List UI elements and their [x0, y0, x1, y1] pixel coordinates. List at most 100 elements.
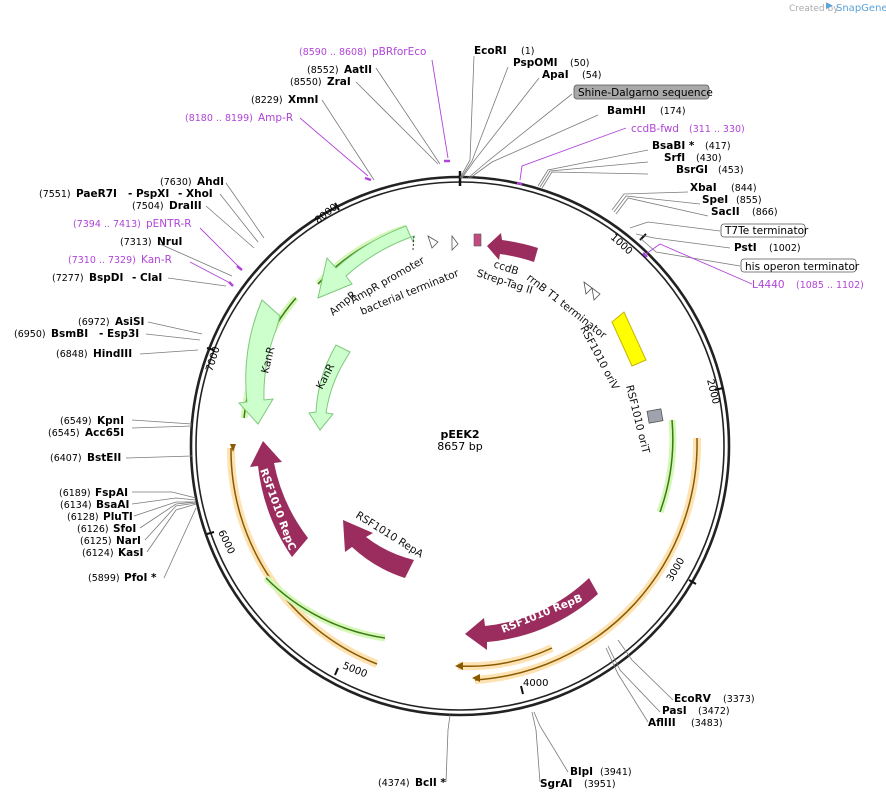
site-ahdi-pos: (7630): [160, 177, 192, 188]
site-fspai: FspAI: [95, 487, 128, 499]
ampr-arrow: [317, 225, 415, 299]
site-spei-pos: (855): [736, 195, 762, 206]
repb-arrow: [465, 578, 598, 650]
site-bspdi-pos: (7277): [52, 273, 84, 284]
site-xbai-pos: (844): [731, 183, 757, 194]
primer-l4440-range: (1085 .. 1102): [796, 280, 864, 291]
site-blpi-pos: (3941): [600, 767, 632, 778]
site-aatii: AatII: [344, 64, 372, 76]
primer-pbrforeco-range: (8590 .. 8608): [299, 47, 367, 58]
site-pfoi: PfoI *: [124, 572, 157, 584]
site-bsabi-pos: (417): [705, 141, 731, 152]
tick-4000: 4000: [523, 678, 548, 689]
site-draiii: DraIII: [169, 200, 202, 212]
site-nrui-pos: (7313): [120, 237, 152, 248]
site-pasi: PasI: [662, 705, 687, 717]
site-clai: - ClaI: [132, 272, 162, 284]
site-pspomi: PspOMI: [513, 57, 558, 69]
plasmid-length: 8657 bp: [437, 440, 482, 453]
primer-pentr-r-range: (7394 .. 7413): [73, 219, 141, 230]
site-bamhi: BamHI: [607, 105, 646, 117]
site-bsrgi-pos: (453): [718, 165, 744, 176]
primer-pentr-r: pENTR-R: [146, 218, 192, 230]
tick-7000: 7000: [204, 345, 222, 373]
site-bspdi: BspDI: [89, 272, 123, 284]
site-srfi: SrfI: [664, 152, 685, 164]
site-afliii-pos: (3483): [691, 718, 723, 729]
primer-l4440: L4440: [752, 279, 785, 291]
site-afliii: AflIII: [648, 717, 676, 729]
site-acc65i-pos: (6545): [48, 428, 80, 439]
site-acc65i: Acc65I: [85, 427, 124, 439]
site-bsaai-pos: (6134): [60, 500, 92, 511]
site-nari-pos: (6125): [80, 536, 112, 547]
site-bsmbi-pos: (6950): [14, 329, 46, 340]
primer-amp-r-range: (8180 .. 8199): [185, 113, 253, 124]
site-kpni: KpnI: [97, 415, 124, 427]
site-sfoi: SfoI: [113, 523, 136, 535]
site-pfoi-pos: (5899): [88, 573, 120, 584]
primer-kan-r: Kan-R: [141, 254, 172, 266]
site-xmni-pos: (8229): [251, 95, 283, 106]
site-blpi: BlpI: [570, 766, 593, 778]
site-sgrai: SgrAI: [540, 778, 572, 790]
site-bcli: BclI *: [415, 777, 446, 789]
site-xhoi-name: XhoI: [186, 188, 213, 200]
site-asisi: AsiSI: [115, 316, 144, 328]
primer-ccdb-fwd-range: (311 .. 330): [689, 124, 745, 135]
oriv-box: [611, 311, 647, 367]
site-apai-pos: (54): [582, 70, 602, 81]
primer-ccdb-fwd: ccdB-fwd: [631, 123, 679, 135]
site-bsteii-pos: (6407): [50, 453, 82, 464]
site-bcli-pos: (4374): [378, 778, 410, 789]
feature-repb: RSF1010 RepB: [500, 592, 585, 636]
orf-arcs: [226, 437, 702, 684]
site-bamhi-pos: (174): [660, 106, 686, 117]
site-ecori-pos: (1): [521, 46, 534, 57]
site-aatii-pos: (8552): [307, 65, 339, 76]
ccdb-arrow: [487, 233, 538, 262]
site-kasi: KasI: [118, 547, 143, 559]
site-hindiii: HindIII: [93, 348, 132, 360]
site-bsmbi: BsmBI: [51, 328, 88, 340]
site-kasi-pos: (6124): [82, 548, 114, 559]
tick-5000: 5000: [341, 661, 369, 681]
site-fspai-pos: (6189): [59, 488, 91, 499]
site-xmni: XmnI: [288, 94, 318, 106]
site-sacii-pos: (866): [752, 207, 778, 218]
t7te-box: [720, 223, 806, 238]
site-psti-pos: (1002): [769, 243, 801, 254]
site-apai: ApaI: [542, 69, 569, 81]
tick-2000: 2000: [704, 378, 721, 405]
terminator-marks: [427, 234, 601, 301]
site-kpni-pos: (6549): [60, 416, 92, 427]
site-bsrgi: BsrGI: [676, 164, 708, 176]
site-bsteii: BstEII: [87, 452, 121, 464]
site-ecori: EcoRI: [474, 45, 507, 57]
site-pspxi: - PspXI: [128, 188, 169, 200]
site-sacii: SacII: [711, 206, 740, 218]
site-sfoi-pos: (6126): [77, 524, 109, 535]
primer-amp-r: Amp-R: [258, 112, 293, 124]
site-pspxi-name: PspXI: [136, 188, 169, 200]
site-draiii-pos: (7504): [132, 201, 164, 212]
credit-brand: SnapGene: [836, 3, 886, 14]
tick-1000: 1000: [608, 232, 634, 257]
site-hindiii-pos: (6848): [56, 349, 88, 360]
site-pspomi-pos: (50): [570, 58, 590, 69]
site-esp3i-name: Esp3I: [107, 328, 139, 340]
boxed-t7te: T7Te terminator: [724, 225, 809, 237]
kanr-arrow-2: [308, 344, 351, 431]
leader-lines: [125, 55, 753, 783]
site-ecorv-pos: (3373): [723, 694, 755, 705]
boxed-his-operon: his operon terminator: [745, 261, 860, 273]
site-xbai: XbaI: [690, 182, 717, 194]
site-srfi-pos: (430): [696, 153, 722, 164]
snapgene-logo-icon: ▶: [826, 1, 833, 11]
site-clai-name: ClaI: [140, 272, 162, 284]
repa-arrow: [343, 520, 414, 578]
primer-pbrforeco: pBRforEco: [372, 46, 426, 58]
orit-box: [646, 408, 664, 424]
repc-arrow: [250, 441, 308, 557]
